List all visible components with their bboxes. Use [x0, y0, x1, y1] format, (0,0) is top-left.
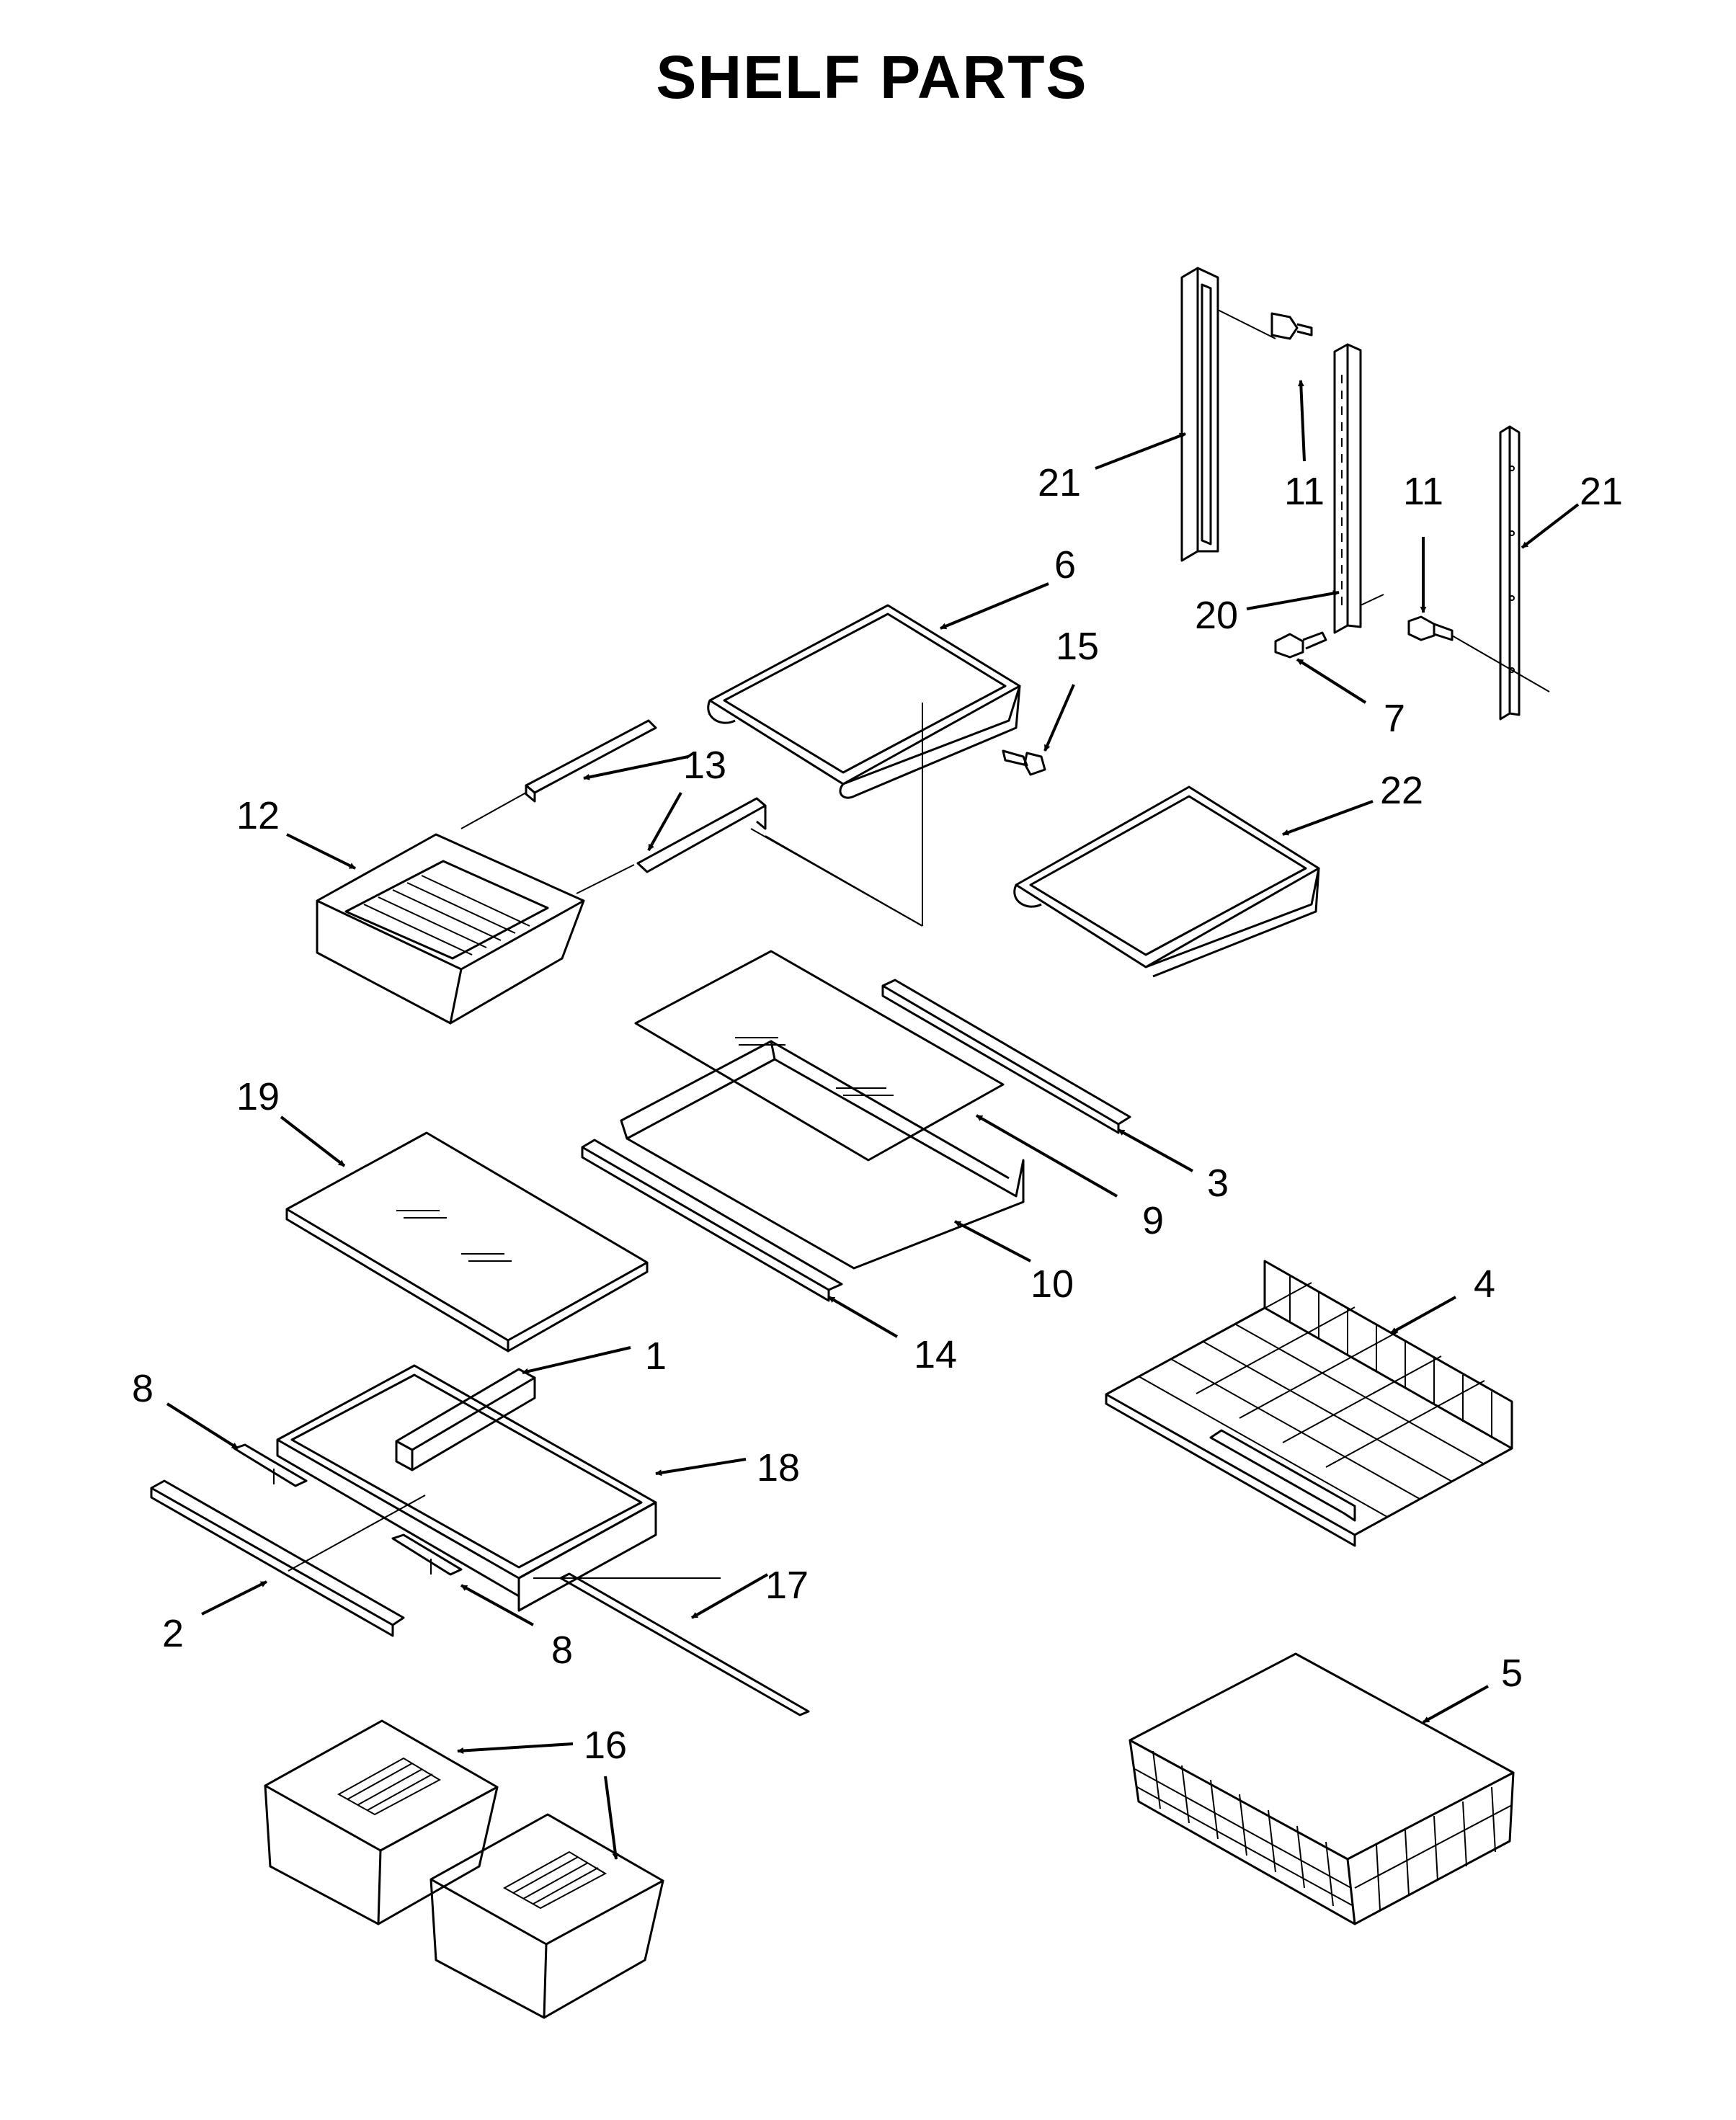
- arrow-21b: [1521, 503, 1580, 549]
- part-17-rod: [559, 1572, 810, 1716]
- arrow-15: [1043, 684, 1075, 752]
- part-6-cantilever-shelf: [707, 604, 1021, 927]
- part-12-crisper-drawer: [316, 792, 635, 1025]
- part-18-drawer-frame: [276, 1364, 721, 1612]
- part-7-screw: [1274, 631, 1327, 659]
- part-1-drawer-slide: [395, 1368, 536, 1471]
- callout-11-lower: 11: [1403, 470, 1443, 513]
- part-11-screw-upper: [1270, 312, 1313, 340]
- callout-3: 3: [1207, 1162, 1229, 1205]
- callout-12: 12: [236, 794, 280, 837]
- part-21-rail-right: [1499, 425, 1521, 721]
- arrow-16b: [604, 1776, 619, 1860]
- part-19-glass-panel: [285, 1131, 649, 1353]
- callout-5: 5: [1501, 1652, 1523, 1695]
- arrow-20: [1246, 590, 1340, 610]
- callout-15: 15: [1056, 625, 1099, 668]
- callout-22: 22: [1380, 769, 1423, 812]
- part-4-wire-shelf: [1105, 1260, 1513, 1547]
- arrow-6: [940, 582, 1049, 630]
- part-21-rail-left: [1180, 267, 1276, 562]
- callout-8-left: 8: [132, 1367, 153, 1410]
- callout-18: 18: [757, 1446, 800, 1489]
- arrow-8a: [166, 1402, 239, 1450]
- callout-19: 19: [236, 1075, 280, 1118]
- part-16-crisper-bin-upper: [264, 1719, 499, 1925]
- arrow-4: [1390, 1296, 1456, 1335]
- arrow-2: [201, 1580, 267, 1616]
- arrow-7: [1296, 658, 1367, 704]
- part-8-bracket-right: [391, 1533, 463, 1576]
- callout-7: 7: [1384, 697, 1405, 740]
- callout-11-upper: 11: [1284, 470, 1325, 513]
- arrow-13a: [583, 755, 689, 780]
- arrow-8b: [460, 1584, 534, 1626]
- arrow-17: [691, 1573, 768, 1619]
- arrow-22: [1282, 800, 1374, 836]
- part-8-bracket-left: [233, 1443, 308, 1487]
- arrow-1: [522, 1346, 631, 1375]
- callout-13: 13: [683, 744, 726, 787]
- arrow-5: [1423, 1685, 1489, 1724]
- arrow-3: [1118, 1128, 1193, 1172]
- page-title: SHELF PARTS: [656, 43, 1087, 111]
- arrow-12: [286, 833, 356, 870]
- callout-arrows: [166, 380, 1580, 1860]
- callout-labels: 21 11 11 21 6 15 20 7 13 12 22 19 3 9 10…: [132, 461, 1623, 1767]
- part-11-screw-lower: [1407, 615, 1550, 692]
- callout-2: 2: [162, 1612, 184, 1655]
- part-3-rear-trim: [881, 979, 1131, 1134]
- arrow-9: [976, 1114, 1118, 1198]
- arrow-21a: [1095, 432, 1186, 470]
- part-15-screw: [1002, 749, 1046, 776]
- part-13-slide-lower: [636, 797, 923, 927]
- part-9-glass-shelf: [634, 950, 1005, 1162]
- arrow-14: [827, 1296, 899, 1338]
- callout-14: 14: [914, 1333, 957, 1376]
- arrow-19: [280, 1115, 346, 1167]
- part-2-front-cover: [150, 1479, 405, 1637]
- callout-4: 4: [1474, 1262, 1495, 1306]
- part-16-crisper-bin-lower: [429, 1813, 664, 2019]
- callout-20: 20: [1195, 594, 1238, 637]
- arrow-13b: [647, 792, 682, 851]
- callout-10: 10: [1031, 1262, 1074, 1306]
- arrow-18: [655, 1458, 747, 1477]
- part-13-slide-upper: [525, 719, 657, 803]
- arrow-11a: [1297, 380, 1306, 462]
- callout-6: 6: [1054, 543, 1076, 587]
- arrow-16a: [457, 1742, 574, 1754]
- arrow-10: [954, 1220, 1031, 1262]
- callout-1: 1: [645, 1335, 667, 1378]
- part-14-front-trim: [581, 1139, 843, 1302]
- part-5-wire-basket: [1129, 1652, 1515, 1925]
- part-20-slotted-rail: [1333, 343, 1384, 634]
- callout-9: 9: [1142, 1199, 1164, 1242]
- callout-17: 17: [765, 1564, 809, 1607]
- callout-16: 16: [584, 1724, 627, 1767]
- callout-21-right: 21: [1580, 470, 1623, 513]
- part-22-cantilever-shelf: [1013, 785, 1320, 978]
- callout-8-right: 8: [551, 1629, 573, 1672]
- callout-21-left: 21: [1038, 461, 1081, 504]
- part-10-shelf-frame: [620, 1040, 1025, 1270]
